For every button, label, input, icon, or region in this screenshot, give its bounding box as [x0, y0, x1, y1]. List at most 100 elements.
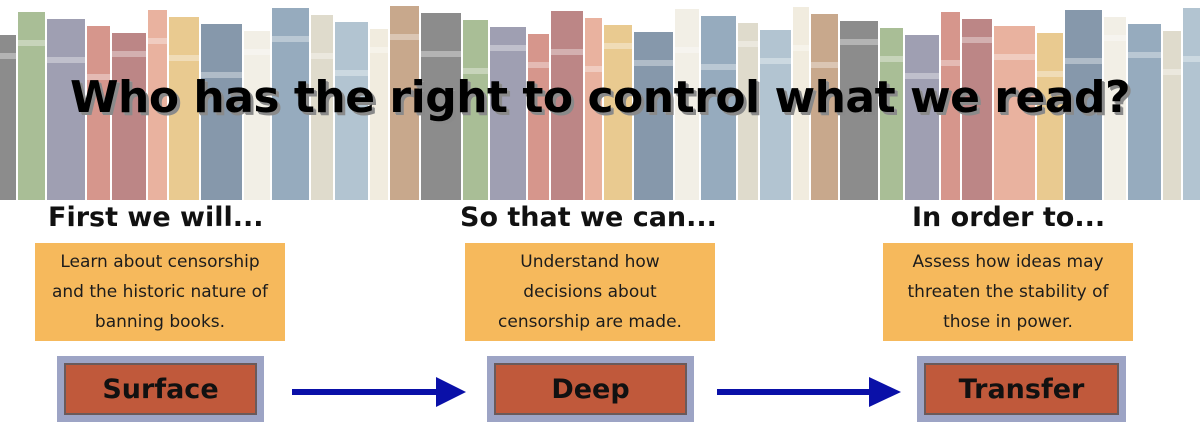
bookshelf-banner [0, 0, 1200, 200]
book-spine-band [604, 43, 632, 49]
book-spine [1104, 17, 1126, 200]
book-spine-band [760, 58, 791, 64]
description-box-third: Assess how ideas may threaten the stabil… [883, 243, 1133, 341]
stage-label-surface: Surface [64, 363, 257, 415]
book-spine [941, 12, 960, 200]
stage-label-deep: Deep [494, 363, 687, 415]
arrow-right-icon [717, 377, 901, 407]
description-line: Learn about censorship [60, 252, 260, 272]
book-spine-band [490, 45, 526, 51]
book-spine [1065, 10, 1102, 200]
book-spine-band [941, 60, 960, 66]
book-spine-band [1128, 52, 1161, 58]
book-spine-band [1065, 58, 1102, 64]
book-spine-band [421, 51, 461, 57]
book-spine-band [634, 60, 673, 66]
column-heading-second: So that we can... [460, 202, 717, 233]
book-spine-band [528, 62, 549, 68]
book-spine-band [311, 53, 333, 59]
book-spine-band [148, 38, 167, 44]
book-spine [880, 28, 903, 200]
description-line: Understand how [520, 252, 660, 272]
stage-box-surface: Surface [57, 356, 264, 422]
book-spine [585, 18, 602, 200]
book-spine [701, 16, 736, 200]
book-spine [1183, 8, 1200, 200]
description-line: threaten the stability of [907, 282, 1109, 302]
book-spine [905, 35, 939, 200]
book-spine-band [585, 66, 602, 72]
description-line: and the historic nature of [51, 282, 269, 302]
book-spine-band [463, 68, 488, 74]
book-spine [528, 34, 549, 200]
book-spine [148, 10, 167, 200]
book-spine-band [1183, 56, 1200, 62]
book-spine [811, 14, 838, 200]
book-spine [390, 6, 419, 200]
book-spine [201, 24, 242, 200]
book-spine [1128, 24, 1161, 200]
bookshelf-illustration [0, 6, 1200, 200]
book-spine [370, 29, 388, 200]
book-spine [169, 17, 199, 200]
book-spine-band [840, 39, 878, 45]
book-spine-band [880, 56, 903, 62]
book-spine [272, 8, 309, 200]
book-spine-band [793, 45, 809, 51]
book-spine [1037, 33, 1063, 200]
book-spine-band [47, 57, 85, 63]
book-spine [112, 33, 146, 200]
book-spine-band [87, 74, 110, 80]
arrow-right-icon [292, 377, 466, 407]
book-spine-band [370, 47, 388, 53]
book-spine [962, 19, 992, 200]
book-spine [551, 11, 583, 200]
book-spine [994, 26, 1035, 200]
book-spine [793, 7, 809, 200]
book-spine [463, 20, 488, 200]
book-spine-band [905, 73, 939, 79]
description-line: censorship are made. [498, 312, 682, 332]
book-spine-band [1104, 35, 1126, 41]
book-spine-band [994, 54, 1035, 60]
book-spine [738, 23, 758, 200]
book-spine [604, 25, 632, 200]
book-spine [18, 12, 45, 200]
book-spine [421, 13, 461, 200]
description-box-first: Learn about censorship and the historic … [35, 243, 285, 341]
book-spine [634, 32, 673, 200]
page-title: Who has the right to control what we rea… [69, 72, 1131, 123]
book-spine-band [244, 49, 270, 55]
book-spine-band [675, 47, 699, 53]
book-spine-band [112, 51, 146, 57]
book-spine-band [551, 49, 583, 55]
stage-box-deep: Deep [487, 356, 694, 422]
book-spine [490, 27, 526, 200]
stage-box-transfer: Transfer [917, 356, 1126, 422]
column-heading-first: First we will... [48, 202, 264, 233]
book-spine-band [272, 36, 309, 42]
book-spine [87, 26, 110, 200]
description-line: Assess how ideas may [912, 252, 1104, 272]
column-heading-third: In order to... [912, 202, 1106, 233]
book-spine-band [0, 53, 16, 59]
book-spine-band [962, 37, 992, 43]
book-spine-band [201, 72, 242, 78]
book-spine-band [811, 62, 838, 68]
book-spine-band [1163, 69, 1181, 75]
book-spine-band [390, 34, 419, 40]
book-spine [675, 9, 699, 200]
description-line: decisions about [523, 282, 657, 302]
banner-fade [0, 0, 1200, 200]
book-spine [0, 35, 16, 200]
book-spine [244, 31, 270, 200]
book-spine [760, 30, 791, 200]
book-spine [47, 19, 85, 200]
book-spine [311, 15, 333, 200]
book-spine-band [1037, 71, 1063, 77]
stage-label-transfer: Transfer [924, 363, 1119, 415]
book-spine-band [738, 41, 758, 47]
description-line: those in power. [943, 312, 1073, 332]
description-line: banning books. [94, 312, 226, 332]
book-spine-band [335, 70, 368, 76]
